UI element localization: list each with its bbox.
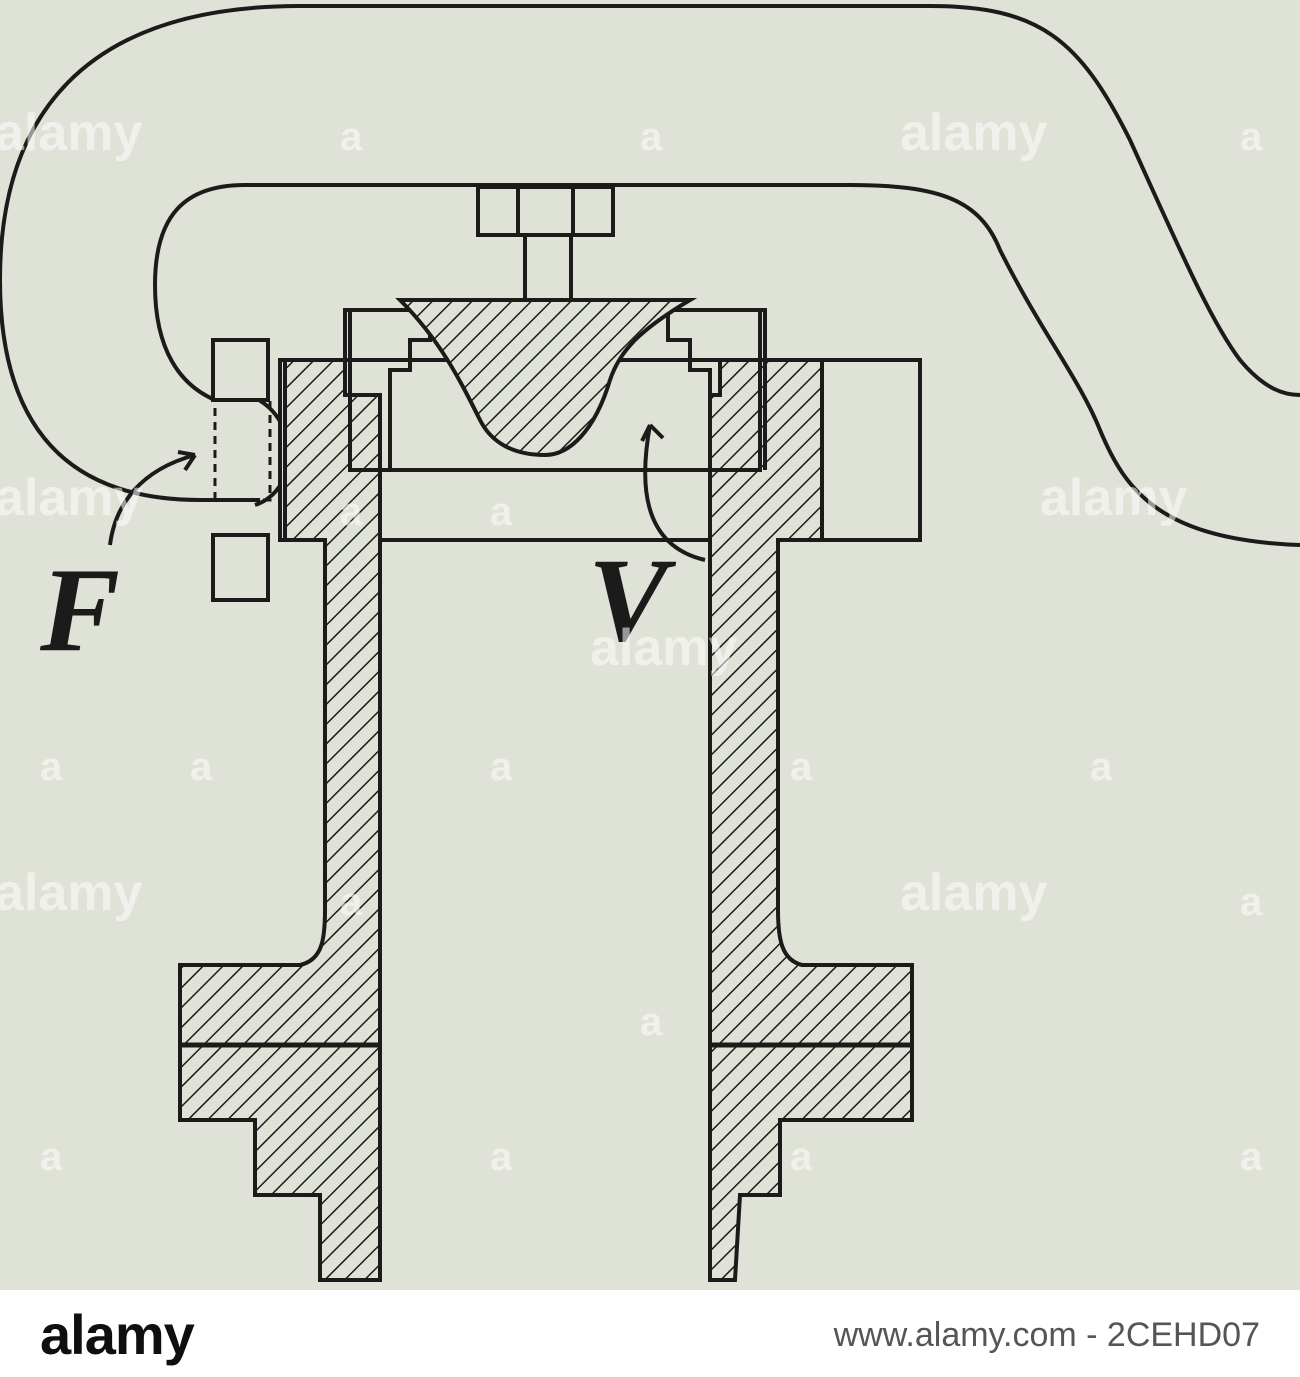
watermark-mark: a [340,490,363,534]
watermark-mark: a [490,1135,513,1179]
outer-tube-outline [0,4,930,502]
watermark-mark: a [1240,115,1263,159]
watermark-mark: a [490,490,513,534]
watermark-text: alamy [0,864,143,922]
watermark-mark: a [40,745,63,789]
left-wall-section [178,358,382,1282]
watermark-mark: a [790,745,813,789]
watermark-text: alamy [900,104,1048,162]
footer-logo: alamy [40,1303,195,1366]
valve-disc [395,298,698,458]
watermark-mark: a [1240,880,1263,924]
label-v: V [588,533,677,666]
footer-bar: alamy www.alamy.com - 2CEHD07 [0,1290,1300,1377]
watermark-text: alamy [0,469,143,527]
watermark-mark: a [340,115,363,159]
watermark-mark: a [640,1000,663,1044]
watermark-text: alamy [900,864,1048,922]
label-f: F [39,543,120,676]
outer-tube-right-curve [929,4,1300,397]
arrow-f [108,453,196,546]
watermark-mark: a [340,880,363,924]
diagram-svg: F V alamy alamy alamy alamy alamy alamy … [0,4,1300,1282]
watermark-mark: a [790,1135,813,1179]
watermark-mark: a [190,745,213,789]
watermark-mark: a [1240,1135,1263,1179]
inner-tube-right-curve [849,183,1300,547]
screw-head [476,185,615,237]
watermark-text: alamy [590,619,738,677]
fitting-lower [211,533,270,602]
watermark-mark: a [1090,745,1113,789]
watermark-mark: a [40,1135,63,1179]
inner-tube-outline [152,183,850,402]
fitting-body [213,398,272,502]
footer-image-id: www.alamy.com - 2CEHD07 [833,1316,1260,1354]
watermark-mark: a [640,115,663,159]
fitting-upper [211,338,270,402]
right-wall-section [708,358,914,1282]
watermark-text: alamy [0,104,143,162]
watermark-text: alamy [1040,469,1188,527]
watermark-mark: a [490,745,513,789]
arrow-v [643,424,706,562]
side-lug [820,358,922,542]
valve-cross-section-drawing: F V alamy alamy alamy alamy alamy alamy … [0,0,1300,1290]
